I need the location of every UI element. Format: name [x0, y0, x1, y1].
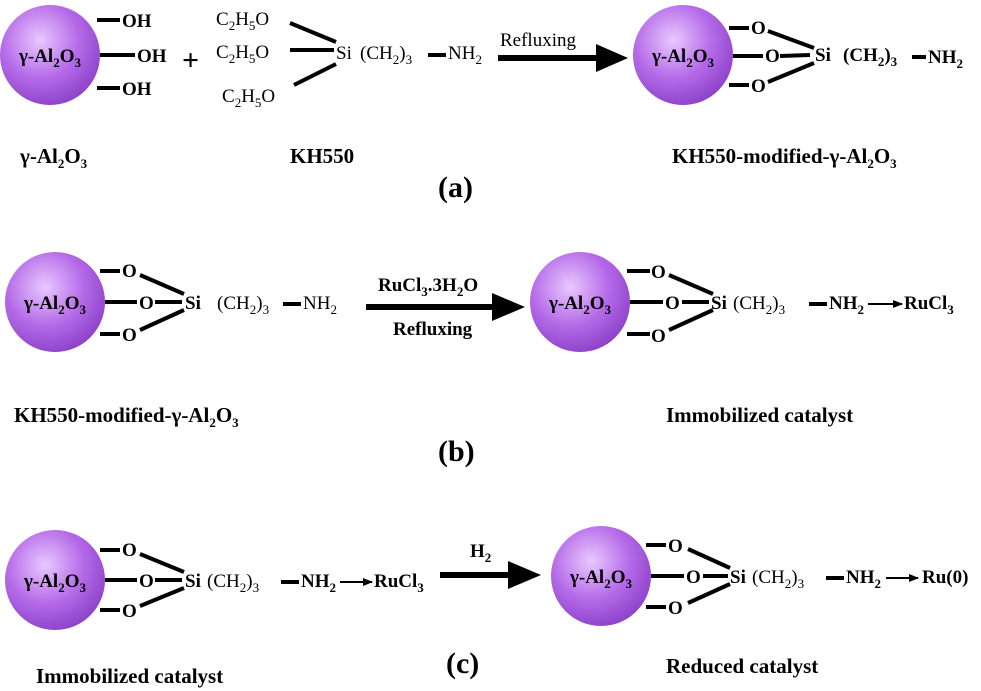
caption-modified-a: KH550-modified-γ-Al2O3 — [672, 144, 897, 171]
svg-text:Si: Si — [336, 43, 352, 64]
svg-text:NH2: NH2 — [301, 571, 336, 595]
oxygen-middle: O — [765, 46, 780, 67]
arrow-label-b-top: RuCl3.3H2O — [378, 275, 478, 299]
kh550-molecule: C2H5O C2H5O C2H5O Si (CH2)3 NH2 — [216, 9, 482, 110]
svg-text:γ-Al2O3: γ-Al2O3 — [569, 567, 633, 591]
hydroxyl-bottom: OH — [122, 79, 152, 100]
oxygen-top-b1: O — [122, 261, 137, 282]
alumina-sphere-b1: γ-Al2O3 — [5, 252, 105, 352]
oxygen-top-b2: O — [651, 262, 666, 283]
silicon-c2: Si — [730, 567, 746, 588]
panel-tag-a: (a) — [438, 171, 473, 204]
hydroxyl-middle: OH — [137, 46, 167, 67]
svg-text:NH2: NH2 — [303, 293, 337, 317]
caption-alumina: γ-Al2O3 — [19, 144, 88, 171]
hydroxyl-top: OH — [122, 11, 152, 32]
alumina-sphere-c1: γ-Al2O3 — [5, 530, 105, 630]
caption-kh550: KH550 — [290, 144, 354, 168]
caption-modified-b: KH550-modified-γ-Al2O3 — [14, 403, 239, 430]
oxygen-middle-b1: O — [139, 293, 154, 314]
silicon-b1: Si — [185, 293, 201, 314]
oxygen-bottom-c2: O — [668, 598, 683, 619]
panel-c: γ-Al2O3 O O O Si (CH2)3 NH2 RuCl3 H2 γ-A… — [5, 526, 968, 688]
svg-text:γ-Al2O3: γ-Al2O3 — [651, 46, 715, 70]
silicon-b2: Si — [711, 293, 727, 314]
svg-text:C2H5O: C2H5O — [216, 42, 269, 66]
panel-tag-b: (b) — [438, 435, 475, 468]
svg-text:C2H5O: C2H5O — [222, 86, 275, 110]
ru0-label: Ru(0) — [922, 567, 968, 588]
svg-text:(CH2)3: (CH2)3 — [207, 571, 259, 595]
oxygen-top-c1: O — [122, 540, 137, 561]
svg-text:(CH2)3: (CH2)3 — [752, 567, 804, 591]
oxygen-bottom-b2: O — [651, 326, 666, 347]
svg-text:(CH2)3: (CH2)3 — [217, 293, 269, 317]
arrow-label-b-bottom: Refluxing — [393, 319, 473, 340]
panel-a: γ-Al2O3 OH OH OH + C2H5O C2H5O C2H5O Si … — [0, 5, 963, 204]
svg-text:NH2: NH2 — [928, 47, 963, 71]
caption-immobilized-c: Immobilized catalyst — [36, 664, 223, 688]
silicon-a: Si — [815, 45, 831, 66]
svg-text:RuCl3: RuCl3 — [904, 293, 954, 317]
svg-text:NH2: NH2 — [829, 293, 864, 317]
svg-text:γ-Al2O3: γ-Al2O3 — [548, 293, 612, 317]
oxygen-bottom-c1: O — [122, 601, 137, 622]
alumina-sphere-a2: γ-Al2O3 — [633, 5, 733, 105]
alumina-sphere-a1: γ-Al2O3 — [0, 5, 100, 105]
panel-b: γ-Al2O3 O O O Si (CH2)3 NH2 RuCl3.3H2O R… — [5, 252, 954, 468]
svg-text:γ-Al2O3: γ-Al2O3 — [18, 46, 82, 70]
caption-reduced-c: Reduced catalyst — [666, 654, 818, 678]
alumina-sphere-b2: γ-Al2O3 — [530, 252, 630, 352]
oxygen-top-c2: O — [668, 536, 683, 557]
alumina-sphere-c2: γ-Al2O3 — [551, 526, 651, 626]
svg-text:C2H5O: C2H5O — [216, 9, 269, 33]
plus-sign: + — [182, 44, 199, 77]
oxygen-bottom-b1: O — [122, 325, 137, 346]
svg-text:(CH2)3: (CH2)3 — [733, 293, 785, 317]
panel-tag-c: (c) — [446, 647, 479, 680]
caption-immobilized-b: Immobilized catalyst — [666, 403, 853, 427]
svg-text:(CH2)3: (CH2)3 — [843, 45, 898, 69]
svg-text:γ-Al2O3: γ-Al2O3 — [23, 293, 87, 317]
svg-text:RuCl3: RuCl3 — [374, 571, 424, 595]
svg-text:(CH2)3: (CH2)3 — [360, 43, 412, 67]
oxygen-bottom: O — [751, 76, 766, 97]
oxygen-middle-c2: O — [686, 567, 701, 588]
arrow-label-c: H2 — [470, 541, 491, 565]
silicon-c1: Si — [185, 571, 201, 592]
svg-text:NH2: NH2 — [448, 43, 482, 67]
svg-text:NH2: NH2 — [846, 567, 881, 591]
arrow-label-a: Refluxing — [500, 30, 576, 51]
oxygen-top: O — [751, 18, 766, 39]
oxygen-middle-c1: O — [139, 571, 154, 592]
svg-text:γ-Al2O3: γ-Al2O3 — [23, 571, 87, 595]
oxygen-middle-b2: O — [665, 293, 680, 314]
